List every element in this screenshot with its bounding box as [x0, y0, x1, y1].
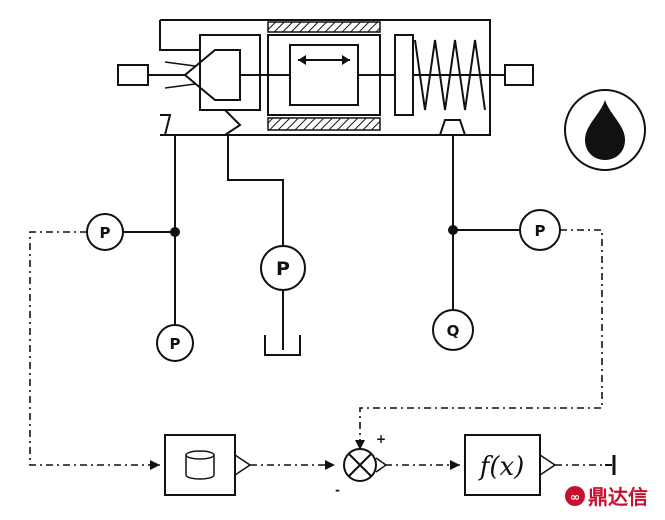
- valve-assembly: [117, 19, 534, 136]
- drain-tank: [264, 335, 301, 356]
- gauge-lower-left: P: [156, 324, 194, 362]
- gauge-upper-right: P: [519, 209, 561, 251]
- poppet-chamber: [199, 34, 261, 111]
- poppet-cone: [183, 49, 241, 101]
- gauge-lower-right: Q: [432, 309, 474, 351]
- gauge-upper-left: P: [86, 213, 124, 251]
- storage-block: [164, 434, 252, 496]
- signal-lines: [29, 229, 605, 466]
- fluid-drop-icon: [564, 89, 646, 171]
- right-port: [504, 64, 534, 86]
- left-port: [117, 64, 149, 86]
- storage-tank-icon: [185, 450, 215, 480]
- svg-text:-: -: [335, 483, 340, 497]
- svg-text:∞: ∞: [570, 490, 580, 504]
- svg-text:鼎达信: 鼎达信: [588, 485, 648, 509]
- svg-text:P: P: [276, 258, 290, 280]
- function-block: f(x): [464, 434, 557, 496]
- summing-junction: + -: [335, 432, 388, 497]
- junction-left: [170, 227, 180, 237]
- watermark: ∞ 鼎达信: [565, 485, 648, 509]
- svg-text:f(x): f(x): [478, 452, 525, 482]
- svg-text:P: P: [535, 222, 546, 240]
- gauge-center: P: [260, 245, 306, 291]
- svg-text:Q: Q: [447, 322, 460, 340]
- pipe-lines: [123, 135, 520, 356]
- watermark-logo-icon: ∞: [565, 486, 585, 506]
- junction-right: [448, 225, 458, 235]
- motor-box: [289, 44, 359, 106]
- svg-text:P: P: [170, 335, 181, 353]
- svg-text:+: +: [376, 432, 386, 446]
- svg-text:P: P: [100, 224, 111, 242]
- piston-plate: [394, 34, 414, 116]
